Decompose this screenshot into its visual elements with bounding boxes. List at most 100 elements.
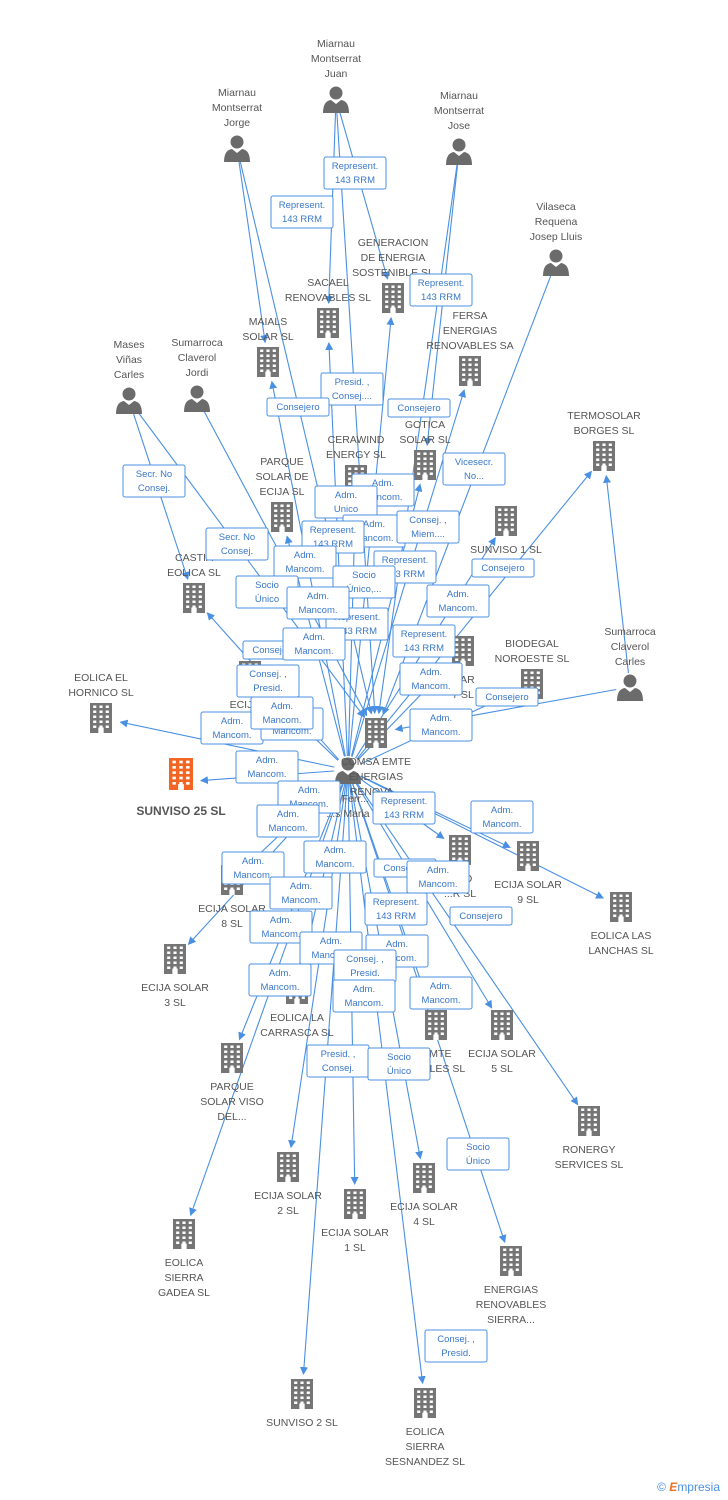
edge-label[interactable]: Presid. ,Consej. <box>306 1044 370 1078</box>
edge-label-text: Presid. <box>441 1348 471 1359</box>
edge-mases-comsa <box>136 410 365 718</box>
building-icon <box>495 506 517 536</box>
edge-label[interactable]: Consej. ,Presid. <box>236 664 300 698</box>
edge-label[interactable]: Adm.Mancom. <box>250 696 314 730</box>
edge-label[interactable]: Represent.143 RRM <box>364 892 428 926</box>
person-icon <box>617 674 643 701</box>
footer-brand[interactable]: © Empresia <box>657 1480 720 1494</box>
edge-label[interactable]: Consejero <box>475 687 539 707</box>
edge-label-text: Mancom. <box>281 895 320 906</box>
edge-label-text: Único <box>255 594 279 605</box>
edge-label[interactable]: Adm.Mancom. <box>426 584 490 618</box>
edge-jorge-maials <box>238 161 269 344</box>
edge-label[interactable]: Adm.Mancom. <box>248 963 312 997</box>
edge-label[interactable]: Represent.143 RRM <box>270 195 334 229</box>
edge-label[interactable]: Consej. ,Presid. <box>424 1329 488 1363</box>
node-sunviso1[interactable]: SUNVISO 1 SL <box>470 506 542 556</box>
edge-label[interactable]: Adm.Mancom. <box>409 708 473 742</box>
edge-label[interactable]: Adm.Mancom. <box>470 800 534 834</box>
edge-label[interactable]: Adm.Mancom. <box>409 976 473 1010</box>
edge-label[interactable]: Adm.Mancom. <box>249 910 313 944</box>
edge-label[interactable]: Adm.Mancom. <box>269 876 333 910</box>
edge-label[interactable]: Adm.Mancom. <box>399 662 463 696</box>
edge-label[interactable]: Consej. ,Miem.... <box>396 510 460 544</box>
edge-label[interactable]: Represent.143 RRM <box>323 156 387 190</box>
edge-label[interactable]: Presid. ,Consej.... <box>320 372 384 406</box>
edge-label[interactable]: Consejero <box>266 397 330 417</box>
node-sunviso2[interactable]: SUNVISO 2 SL <box>266 1379 338 1429</box>
edge-label[interactable]: Adm.Mancom. <box>406 860 470 894</box>
edge-label-text: Consejero <box>485 692 528 703</box>
edge-label-text: 143 RRM <box>335 175 375 186</box>
building-icon <box>414 450 436 480</box>
edge-label[interactable]: Represent.143 RRM <box>409 273 473 307</box>
edge-label[interactable]: Adm.Mancom. <box>303 840 367 874</box>
edge-label[interactable]: Consej. ,Presid. <box>333 949 397 983</box>
edge-label[interactable]: Vicesecr.No... <box>442 452 506 486</box>
edge-label[interactable]: Represent.143 RRM <box>372 791 436 825</box>
edge-label[interactable]: Adm.Mancom. <box>221 851 285 885</box>
edge-label[interactable]: Represent.143 RRM <box>392 624 456 658</box>
edge-label[interactable]: Adm.Mancom. <box>235 750 299 784</box>
node-mte[interactable]: ...MTE...ABLES SL <box>407 1010 466 1075</box>
building-icon <box>344 1189 366 1219</box>
edge-label[interactable]: Adm.Mancom. <box>256 804 320 838</box>
edge-jose-comsa <box>375 164 458 715</box>
node-sunviso25[interactable]: SUNVISO 25 SL <box>136 758 226 818</box>
edge-label[interactable]: Adm.Mancom. <box>282 627 346 661</box>
edge-label[interactable]: Consejero <box>449 906 513 926</box>
node-label: SUNVISO 1 SL <box>470 544 542 556</box>
edge-label-text: Mancom. <box>268 823 307 834</box>
edge-label[interactable]: Adm.Mancom. <box>286 586 350 620</box>
edge-label[interactable]: Adm.Mancom. <box>200 711 264 745</box>
edge-label[interactable]: Consejero <box>387 398 451 418</box>
edge-label[interactable]: Adm.Mancom. <box>332 979 396 1013</box>
edge-label-text: Consej. <box>322 1063 354 1074</box>
building-icon <box>452 636 474 666</box>
edge-label-text: Mancom. <box>482 819 521 830</box>
building-icon <box>459 356 481 386</box>
edge-label-text: Mancom. <box>247 769 286 780</box>
edge-label[interactable]: Consejero <box>471 558 535 578</box>
edge-label-text: Único <box>387 1066 411 1077</box>
edge-label[interactable]: Adm.Mancom. <box>273 545 337 579</box>
edge-label[interactable]: Adm.Unico <box>314 485 378 519</box>
